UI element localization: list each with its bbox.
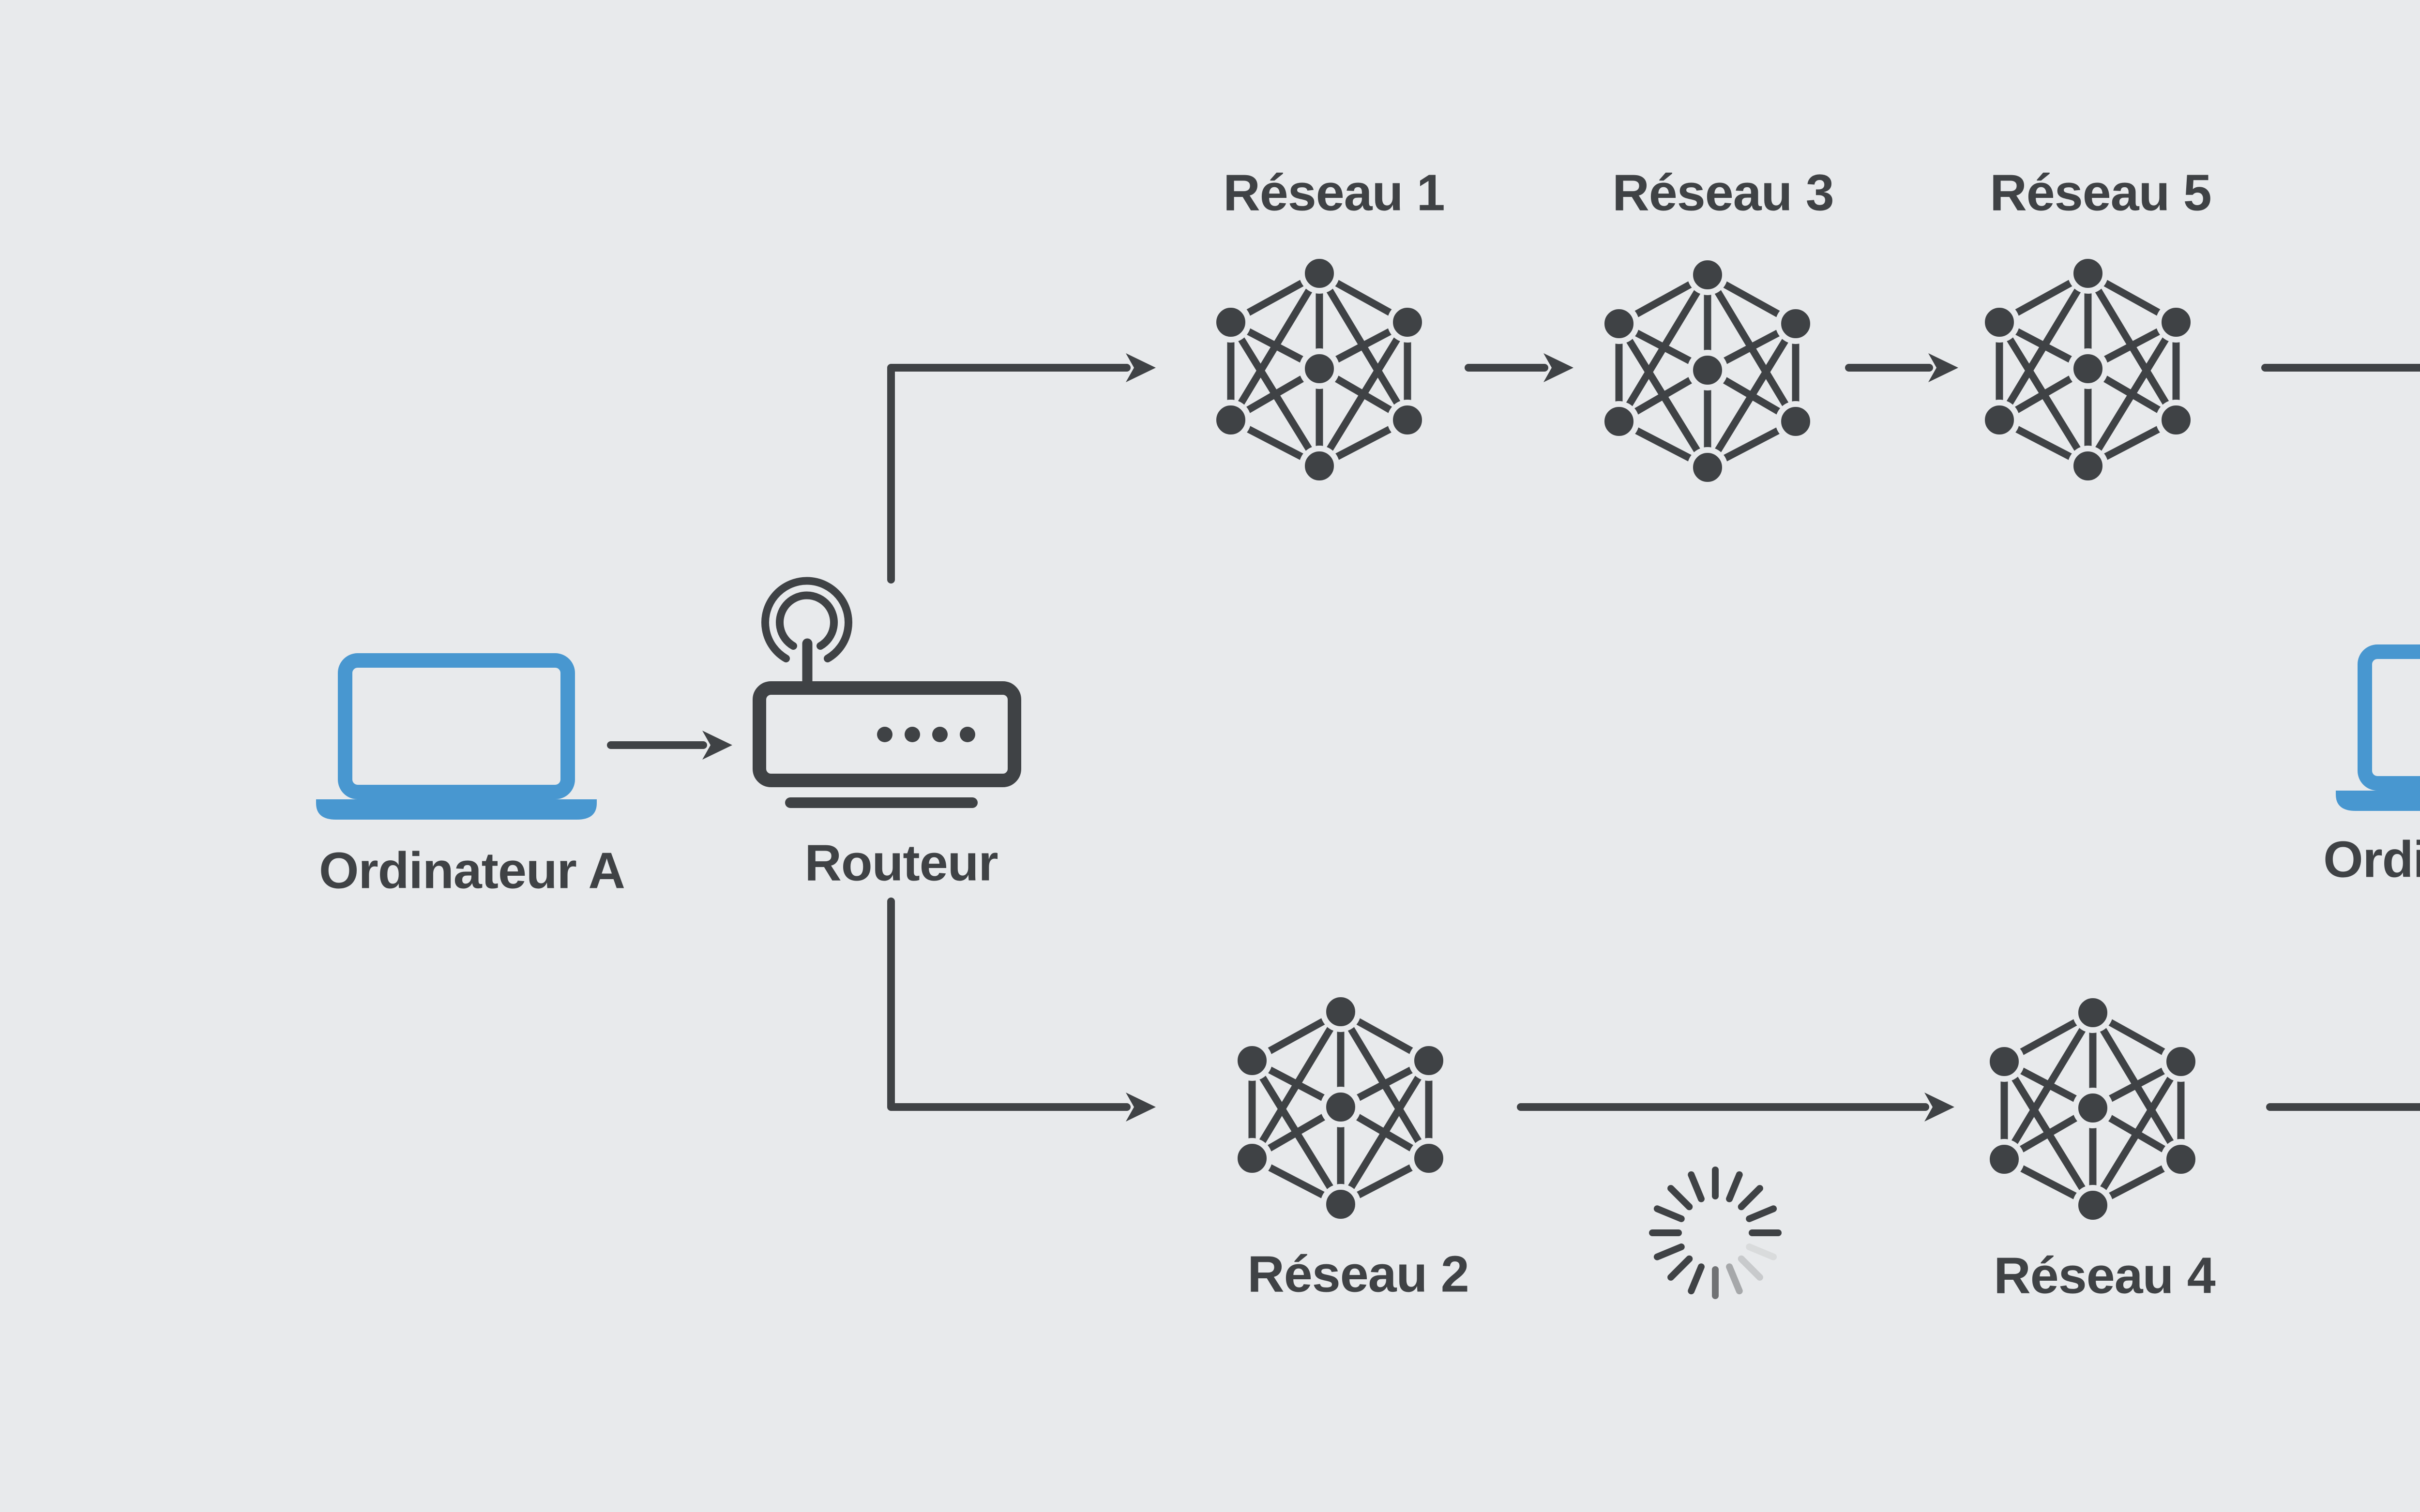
laptop-b-icon: [2336, 644, 2420, 811]
laptop-a-icon: [316, 653, 597, 820]
loading-spinner-icon: [1649, 1167, 1782, 1299]
router-icon: [753, 577, 1021, 808]
network-mesh-icon-reseau-4: [1984, 992, 2201, 1226]
arrow-network-4-to-computer-b: [2266, 1103, 2420, 1111]
network-mesh-icon-reseau-1: [1210, 253, 1428, 486]
label-computer-a: Ordinateur A: [319, 842, 625, 899]
label-network-5: Réseau 5: [1990, 164, 2212, 222]
arrow-network-5-to-computer-b: [2261, 364, 2420, 372]
network-mesh-icon-reseau-3: [1599, 254, 1816, 488]
network-mesh-icon-reseau-2: [1232, 991, 1449, 1225]
arrow-router-to-network-1: [887, 353, 1156, 584]
label-router: Routeur: [804, 834, 998, 892]
label-network-4: Réseau 4: [1994, 1247, 2216, 1304]
label-network-1: Réseau 1: [1223, 164, 1445, 222]
label-computer-b: Ordinateur B: [2323, 831, 2420, 888]
label-network-2: Réseau 2: [1247, 1245, 1469, 1303]
arrow-router-to-network-2: [887, 898, 1156, 1122]
network-mesh-icon-reseau-5: [1979, 253, 2196, 486]
label-network-3: Réseau 3: [1612, 164, 1834, 222]
